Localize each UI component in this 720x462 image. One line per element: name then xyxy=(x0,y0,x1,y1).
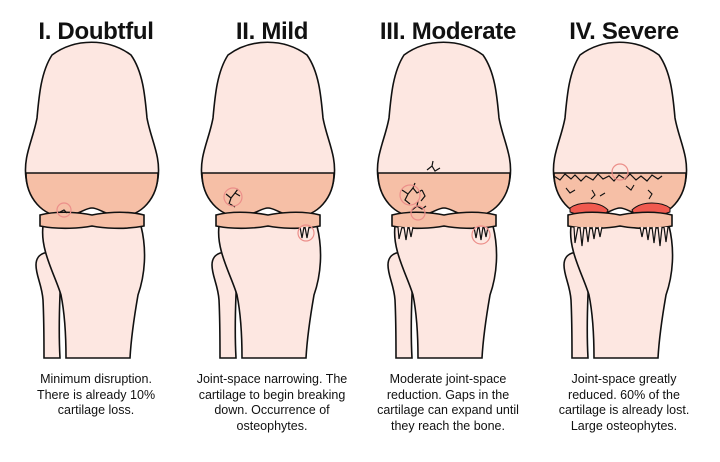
caption-line: osteophytes. xyxy=(236,418,308,433)
stage-4-caption: Joint-space greatly reduced. 60% of the … xyxy=(536,372,712,434)
stage-2-caption: Joint-space narrowing. The cartilage to … xyxy=(184,372,360,434)
stage-2-title: II. Mild xyxy=(235,18,309,45)
caption-line: cartilage to begin breaking xyxy=(198,387,346,402)
knee-stage-3 xyxy=(376,41,512,359)
knee-stage-2 xyxy=(200,41,336,359)
caption-line: down. Occurrence of xyxy=(214,403,330,417)
caption-line: Joint-space narrowing. The xyxy=(196,372,348,386)
knee-stage-1 xyxy=(24,41,160,359)
caption-line: they reach the bone. xyxy=(391,418,505,433)
stage-4-title: IV. Severe xyxy=(569,18,679,45)
stage-3-caption: Moderate joint-space reduction. Gaps in … xyxy=(360,372,536,434)
knee-stage-4 xyxy=(552,41,688,359)
caption-line: Minimum disruption. xyxy=(40,372,152,386)
stage-3-title: III. Moderate xyxy=(379,18,517,45)
stage-1-caption: Minimum disruption. There is already 10%… xyxy=(8,372,184,419)
caption-line: There is already 10% xyxy=(36,387,156,402)
caption-line: Large osteophytes. xyxy=(570,418,678,433)
caption-line: Moderate joint-space xyxy=(389,372,507,386)
caption-line: cartilage loss. xyxy=(57,403,135,417)
stage-1-title: I. Doubtful xyxy=(38,18,154,45)
caption-line: cartilage can expand until xyxy=(377,403,519,417)
caption-line: cartilage is already lost. xyxy=(558,403,690,417)
caption-line: reduction. Gaps in the xyxy=(386,387,510,402)
caption-line: Joint-space greatly xyxy=(571,372,677,386)
caption-line: reduced. 60% of the xyxy=(568,387,680,402)
